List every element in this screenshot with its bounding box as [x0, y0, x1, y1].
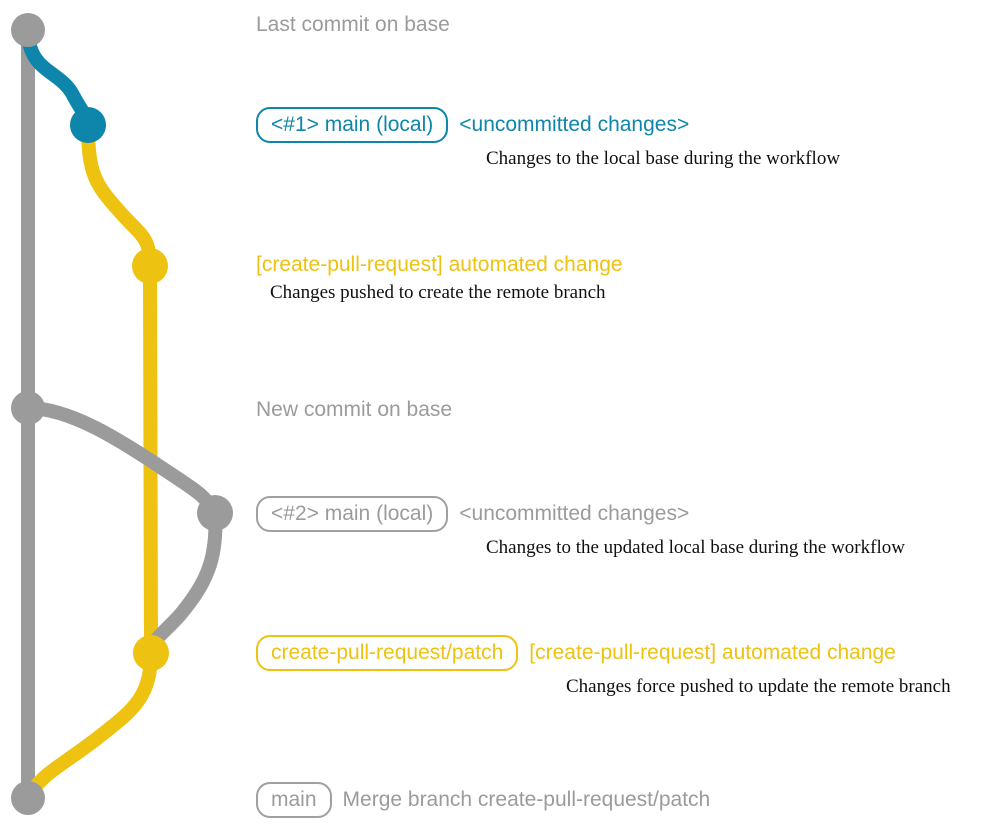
commit-headline-uncommitted-2: <uncommitted changes> — [459, 502, 690, 525]
commit-description-remote-2: Changes force pushed to update the remot… — [566, 676, 951, 697]
commit-headline-automated-change-2: [create-pull-request] automated change — [529, 641, 896, 664]
branch-pill-main-local-2[interactable]: <#2> main (local) — [256, 496, 449, 532]
commit-row-local-2: <#2> main (local) <uncommitted changes> … — [256, 496, 905, 559]
caption-last-commit-on-base: Last commit on base — [256, 13, 450, 36]
commit-headline-automated-change-1: [create-pull-request] automated change — [256, 253, 623, 276]
commit-row-header: create-pull-request/patch [create-pull-r… — [256, 635, 951, 671]
caption-new-commit-on-base: New commit on base — [256, 398, 453, 421]
commit-row-header: [create-pull-request] automated change — [256, 253, 623, 277]
commit-row-remote-2: create-pull-request/patch [create-pull-r… — [256, 635, 951, 698]
commit-headline-uncommitted-1: <uncommitted changes> — [459, 113, 690, 136]
commit-row-header: <#1> main (local) <uncommitted changes> — [256, 107, 840, 143]
commit-row-merge-main: main Merge branch create-pull-request/pa… — [256, 782, 710, 818]
branch-pill-create-pull-request-patch[interactable]: create-pull-request/patch — [256, 635, 519, 671]
commit-row-header: main Merge branch create-pull-request/pa… — [256, 782, 710, 818]
commit-description-remote-1: Changes pushed to create the remote bran… — [270, 282, 606, 303]
branch-pill-main[interactable]: main — [256, 782, 332, 818]
commit-description-local-1: Changes to the local base during the wor… — [486, 148, 841, 169]
commit-headline-merge-branch: Merge branch create-pull-request/patch — [342, 788, 711, 811]
commit-row-header: <#2> main (local) <uncommitted changes> — [256, 496, 905, 532]
commit-description-local-2: Changes to the updated local base during… — [486, 537, 905, 558]
commit-row-local-1: <#1> main (local) <uncommitted changes> … — [256, 107, 840, 170]
commit-row-remote-1: [create-pull-request] automated change C… — [256, 253, 623, 304]
branch-pill-main-local-1[interactable]: <#1> main (local) — [256, 107, 449, 143]
